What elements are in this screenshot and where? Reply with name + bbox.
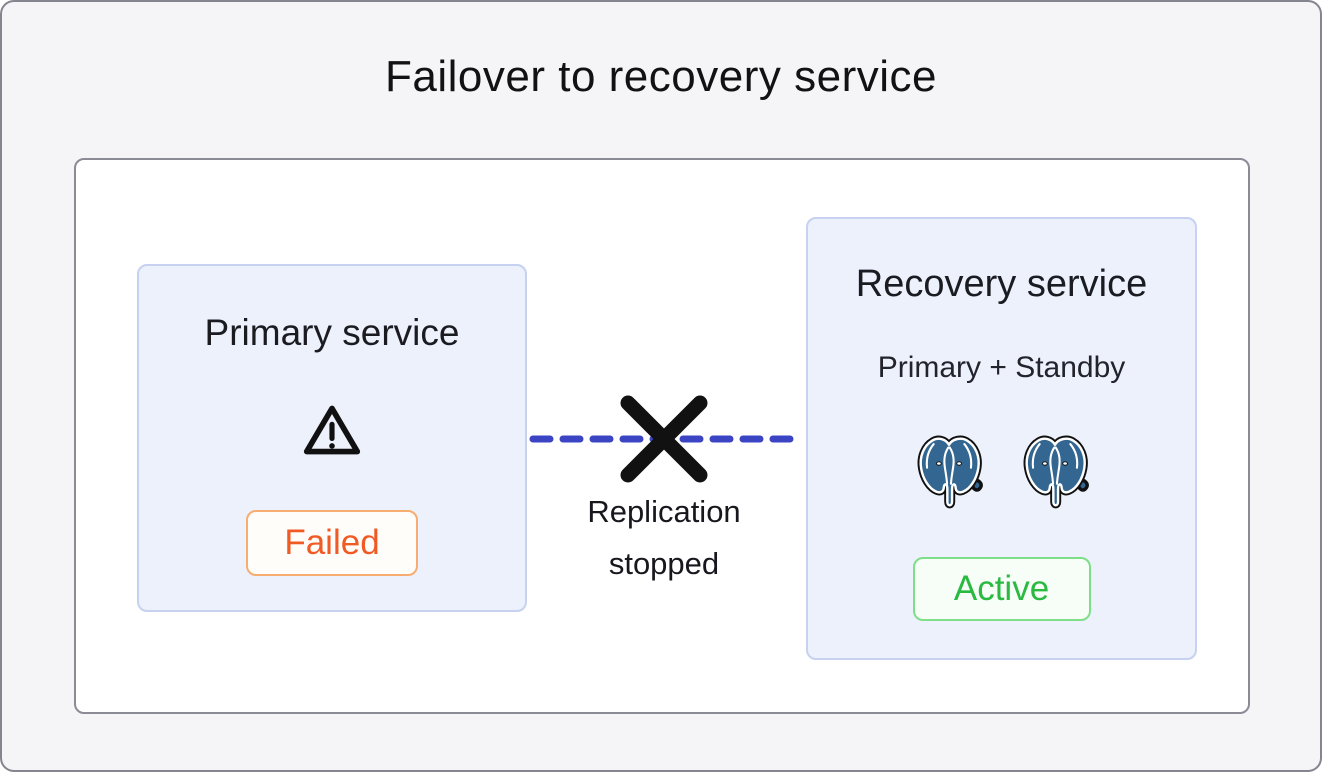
warning-icon-container — [139, 400, 525, 460]
diagram-title: Failover to recovery service — [385, 52, 937, 101]
replication-status-label: Replication stopped — [587, 494, 741, 581]
failed-status-label: Failed — [284, 523, 380, 562]
postgres-instances — [808, 435, 1195, 513]
postgresql-elephant-icon — [1020, 435, 1090, 513]
primary-service-node: Primary service Failed — [137, 264, 527, 612]
active-status-label: Active — [953, 569, 1050, 608]
failed-status-badge: Failed — [246, 510, 418, 576]
cross-icon — [620, 395, 708, 483]
replication-link — [529, 395, 803, 483]
postgresql-elephant-icon — [914, 435, 984, 513]
warning-triangle-icon — [303, 405, 361, 455]
active-status-badge: Active — [912, 557, 1091, 621]
recovery-service-title: Recovery service — [855, 263, 1148, 305]
diagram-panel: Primary service Failed Replication stopp… — [74, 158, 1250, 714]
primary-service-title: Primary service — [204, 312, 460, 353]
recovery-service-node: Recovery service Primary + Standby Activ… — [806, 217, 1197, 660]
recovery-service-subtitle: Primary + Standby — [877, 351, 1126, 384]
